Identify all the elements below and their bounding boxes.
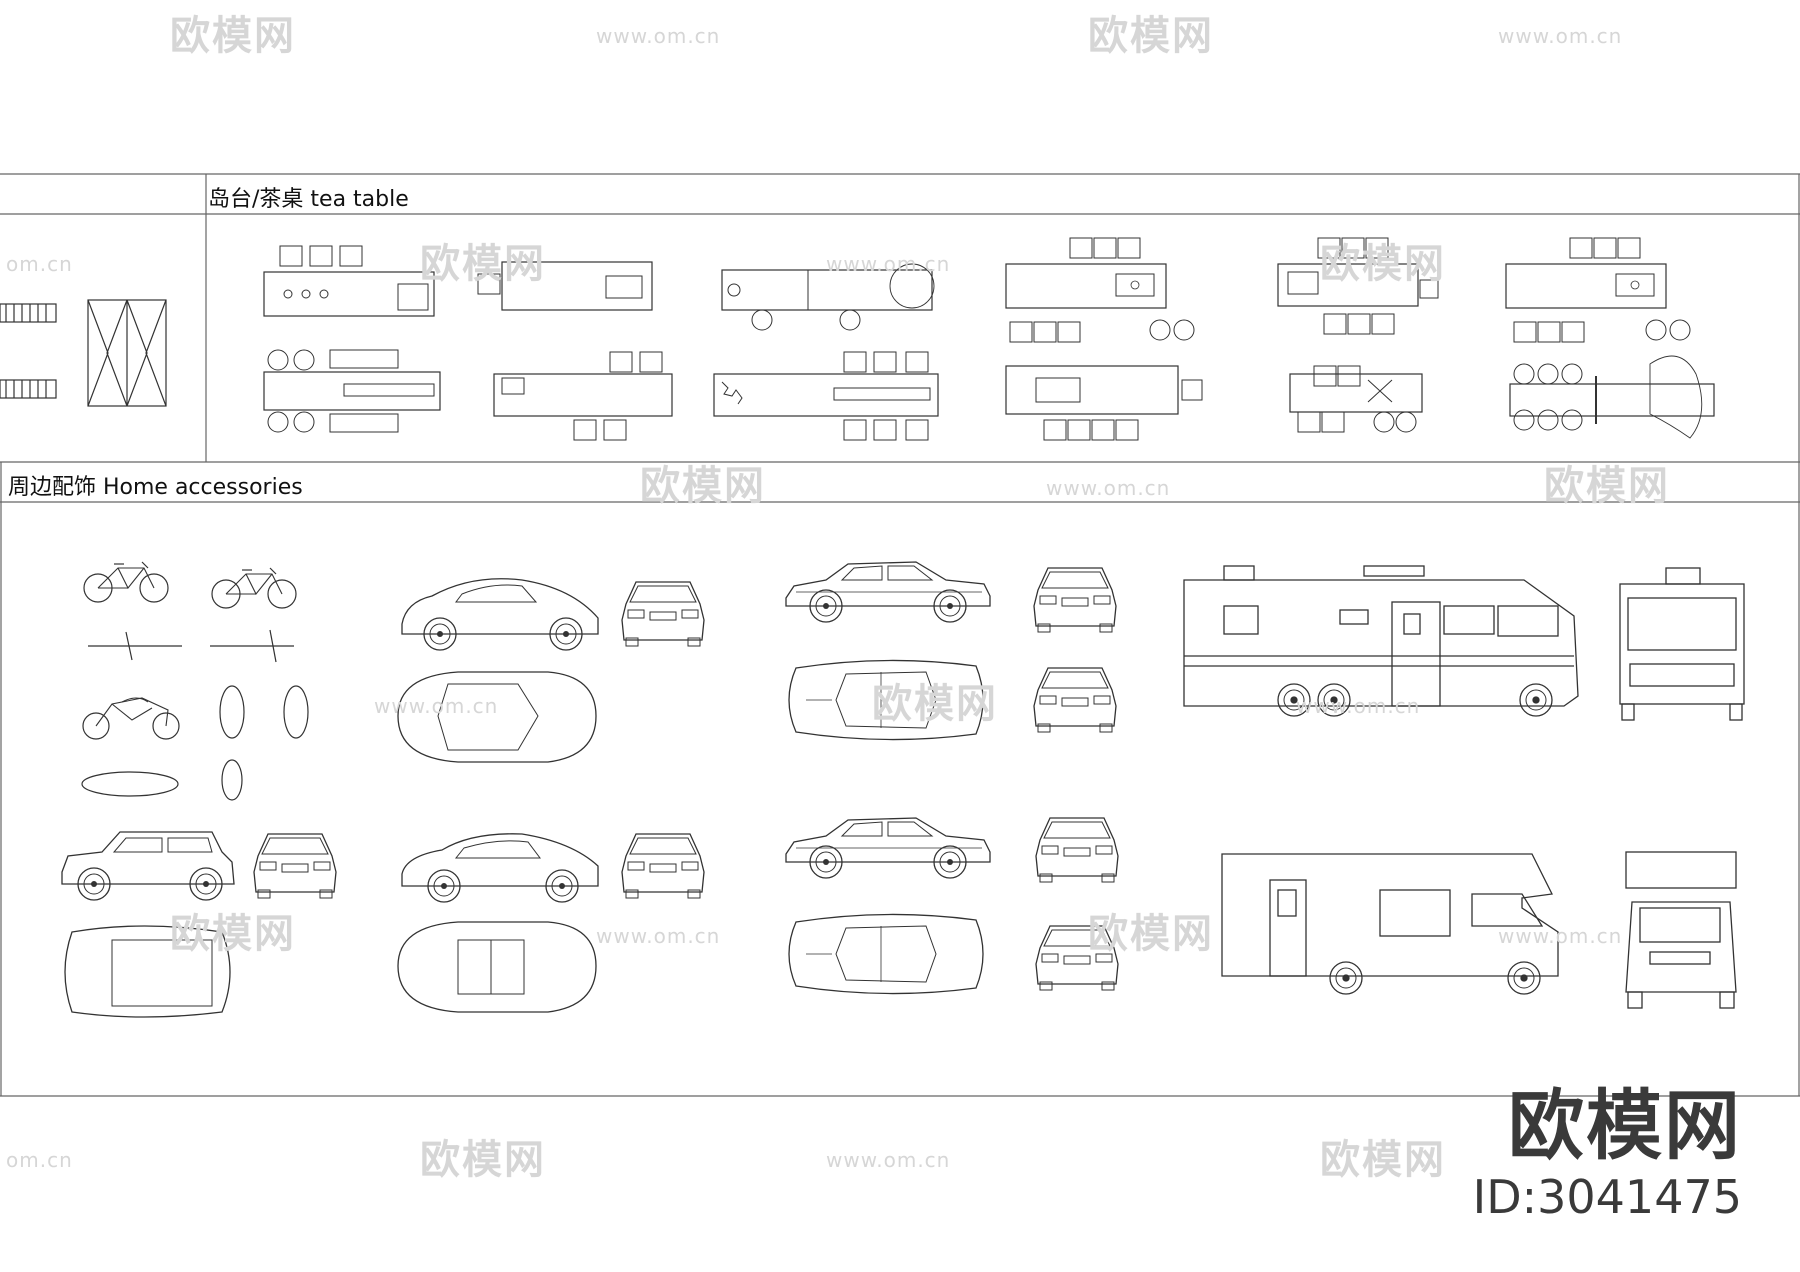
- camper-truck-icon: [1221, 851, 1737, 1009]
- motorcycle-icon: [81, 685, 309, 801]
- mini-cooper-icon: [61, 831, 337, 1018]
- sedan-car-icon: [786, 817, 1119, 995]
- section-label-tea-table: 岛台/茶桌 tea table: [208, 187, 409, 212]
- sports-coupe-icon: [397, 833, 705, 1013]
- station-wagon-icon: [786, 562, 1117, 741]
- kitchen-island-icon: [263, 237, 1715, 441]
- bicycle-icon: [83, 561, 297, 663]
- motorhome-icon: [1183, 565, 1745, 721]
- section-label-home-accessories: 周边配饰 Home accessories: [8, 475, 303, 500]
- brand-id: ID:3041475: [1472, 1170, 1742, 1224]
- beetle-car-icon: [397, 578, 705, 763]
- brand-logo-text: 欧模网: [1508, 1081, 1742, 1170]
- frame-lines: [0, 173, 1800, 1097]
- wardrobe-icon: [0, 299, 167, 407]
